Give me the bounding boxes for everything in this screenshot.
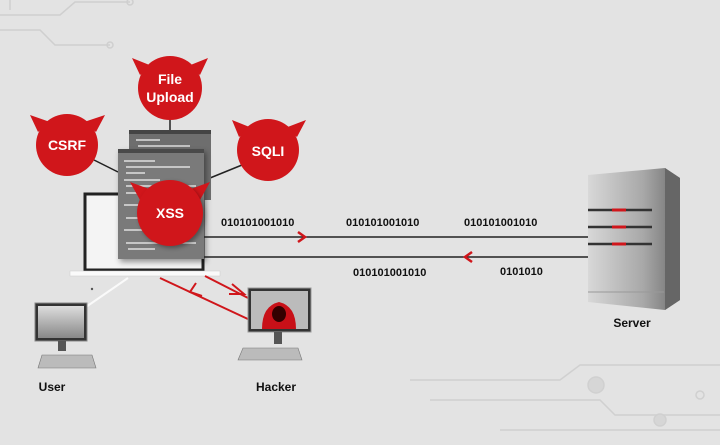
- file-upload-label-line2: Upload: [146, 89, 193, 105]
- xss-attack: XSS: [130, 180, 210, 246]
- file-upload-attack: File Upload: [132, 56, 208, 120]
- user-label: User: [39, 380, 66, 394]
- traffic-lines: [204, 230, 590, 264]
- outbound-data-3: 010101001010: [464, 217, 537, 229]
- sqli-attack: SQLI: [232, 119, 306, 181]
- inbound-arrow-icon: [462, 250, 473, 264]
- hacker-computer-icon: [237, 287, 312, 361]
- csrf-attack: CSRF: [30, 114, 105, 176]
- xss-label: XSS: [156, 205, 184, 221]
- file-upload-label-line1: File: [158, 71, 182, 87]
- inbound-data-1: 010101001010: [353, 267, 426, 279]
- hacker-label: Hacker: [256, 380, 296, 394]
- outbound-data-2: 010101001010: [346, 217, 419, 229]
- outbound-arrow-icon: [297, 230, 308, 244]
- hacker-link-lines: [159, 275, 253, 321]
- outbound-data-1: 010101001010: [221, 217, 294, 229]
- server-label: Server: [613, 316, 651, 330]
- circuit-decoration-top-left: [0, 0, 134, 49]
- sqli-label: SQLI: [252, 143, 285, 159]
- csrf-label: CSRF: [48, 137, 87, 153]
- user-computer-icon: [34, 302, 97, 369]
- server-icon: [588, 168, 680, 310]
- circuit-decoration-bottom-right: [410, 364, 720, 431]
- attack-connectors: [93, 118, 243, 179]
- inbound-data-2: 0101010: [500, 266, 543, 278]
